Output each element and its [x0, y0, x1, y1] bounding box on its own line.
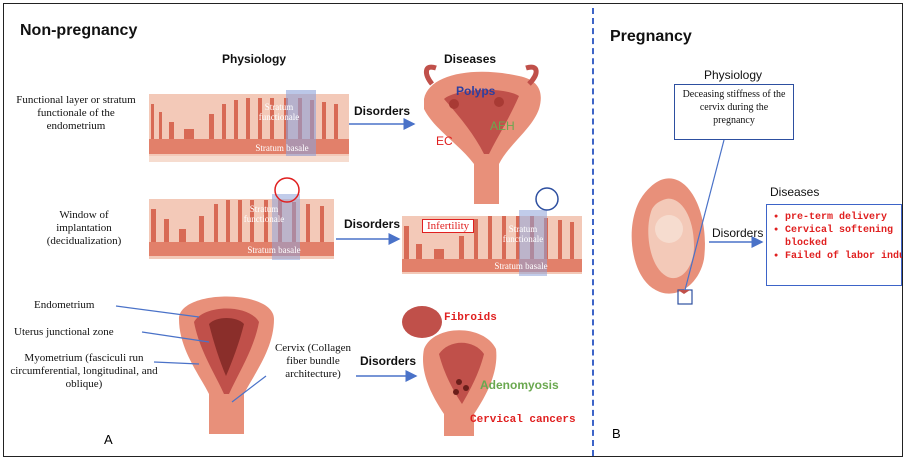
- label-cervix: Cervix (Collagen fiber bundle architectu…: [264, 342, 362, 381]
- physiology-text: Deceasing stiffness of the cervix during…: [679, 88, 789, 127]
- row1-strip-bottom: Stratum basale: [252, 142, 312, 155]
- endometrium-strip-1: [149, 90, 349, 162]
- row2-disease-strip-top: Stratum functionale: [496, 224, 550, 244]
- pregnancy-disorders: Disorders: [712, 226, 763, 240]
- panel-a-letter: A: [104, 432, 113, 447]
- diseases-list-b: pre-term delivery Cervical softening blo…: [771, 211, 897, 263]
- physiology-header-b: Physiology: [704, 68, 762, 82]
- diseases-header-a: Diseases: [444, 52, 496, 66]
- label-myometrium: Myometrium (fasciculi run circumferentia…: [8, 352, 160, 391]
- row2-disorders: Disorders: [344, 217, 400, 231]
- row1-strip-top: Stratum functionale: [254, 102, 304, 122]
- diseases-header-b: Diseases: [770, 185, 819, 199]
- disease-aeh: AEH: [490, 119, 515, 133]
- pregnant-uterus-illustration: [632, 178, 705, 304]
- disease-ec: EC: [436, 134, 453, 148]
- disease-fibroids: Fibroids: [444, 312, 497, 324]
- diseases-box-b: pre-term delivery Cervical softening blo…: [766, 204, 902, 286]
- row1-disorders: Disorders: [354, 104, 410, 118]
- panel-b-title: Pregnancy: [610, 28, 692, 46]
- label-junctional-zone: Uterus junctional zone: [14, 326, 114, 339]
- disease-cervical-cancers: Cervical cancers: [470, 414, 576, 426]
- disease-infertility: Infertility: [422, 219, 474, 233]
- row2-strip-top: Stratum functionale: [239, 204, 289, 224]
- row3-disorders: Disorders: [360, 354, 416, 368]
- row2-strip-bottom: Stratum basale: [244, 244, 304, 257]
- row1-label: Functional layer or stratum functionale …: [8, 94, 144, 133]
- disease-failed-induction: Failed of labor induction: [785, 250, 897, 263]
- disease-preterm: pre-term delivery: [785, 211, 897, 224]
- panel-divider: [592, 8, 594, 456]
- row2-label: Window of implantation (decidualization): [34, 209, 134, 248]
- disease-polyps: Polyps: [456, 84, 495, 98]
- row2-disease-strip-bottom: Stratum basale: [486, 260, 556, 273]
- panel-a-title: Non-pregnancy: [20, 22, 137, 40]
- panel-b-letter: B: [612, 426, 621, 441]
- physiology-header-a: Physiology: [222, 52, 286, 66]
- uterus-anatomy-illustration: [179, 297, 274, 435]
- physiology-box: Deceasing stiffness of the cervix during…: [674, 84, 794, 140]
- label-endometrium: Endometrium: [34, 299, 95, 312]
- figure-frame: Non-pregnancy Physiology Diseases Functi…: [3, 3, 903, 457]
- disease-adenomyosis: Adenomyosis: [480, 378, 559, 392]
- disease-cervical-softening: Cervical softening blocked: [785, 224, 897, 250]
